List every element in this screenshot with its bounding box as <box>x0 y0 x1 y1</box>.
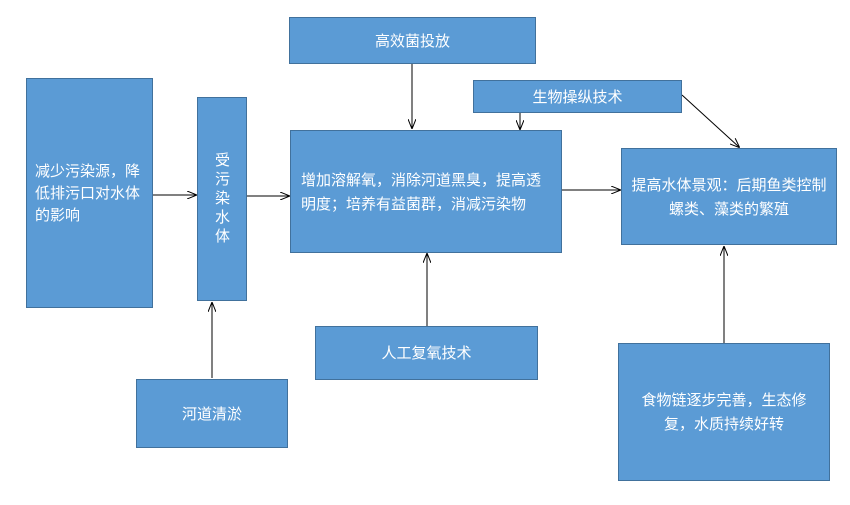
box-center-process-text: 增加溶解氧，消除河道黑臭，提高透明度；培养有益菌群，消减污染物 <box>301 170 542 213</box>
box-landscape-text: 提高水体景观：后期鱼类控制螺类、藻类的繁殖 <box>631 175 827 218</box>
box-artificial-aeration: 人工复氧技术 <box>315 326 538 380</box>
box-polluted-water-text: 受污染水体 <box>213 151 231 247</box>
box-food-chain-text: 食物链逐步完善，生态修复，水质持续好转 <box>641 391 807 433</box>
arrow-biomanipulation-to-landscape <box>681 94 739 147</box>
box-polluted-water: 受污染水体 <box>197 97 247 301</box>
box-reduce-pollution-text: 减少污染源，降低排污口对水体的影响 <box>35 162 141 224</box>
box-river-dredging-text: 河道清淤 <box>181 404 242 423</box>
box-biological-manipulation-text: 生物操纵技术 <box>532 87 623 106</box>
box-artificial-aeration-text: 人工复氧技术 <box>381 344 472 362</box>
box-center-process: 增加溶解氧，消除河道黑臭，提高透明度；培养有益菌群，消减污染物 <box>290 130 562 253</box>
box-food-chain: 食物链逐步完善，生态修复，水质持续好转 <box>618 343 830 481</box>
box-biological-manipulation: 生物操纵技术 <box>473 80 682 113</box>
box-high-efficiency-bacteria-text: 高效菌投放 <box>374 31 450 50</box>
box-river-dredging: 河道清淤 <box>136 379 288 448</box>
box-high-efficiency-bacteria: 高效菌投放 <box>289 17 536 64</box>
box-reduce-pollution: 减少污染源，降低排污口对水体的影响 <box>26 78 153 308</box>
box-landscape: 提高水体景观：后期鱼类控制螺类、藻类的繁殖 <box>621 148 837 245</box>
